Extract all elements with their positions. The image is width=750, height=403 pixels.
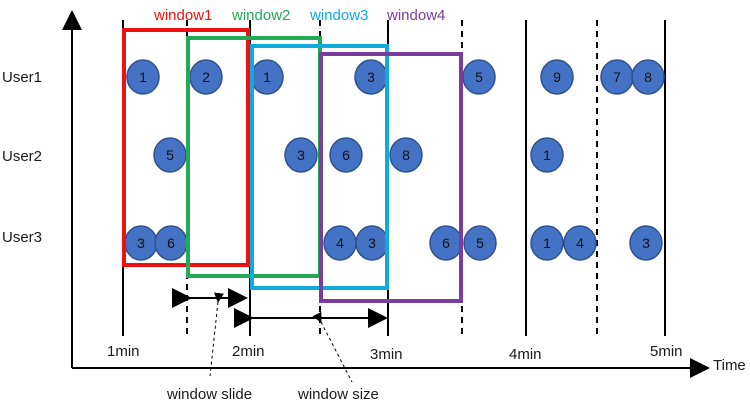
event-user1-5: 5 — [462, 59, 496, 95]
event-user2-1: 5 — [153, 137, 187, 173]
event-circle — [329, 137, 363, 173]
tick-label-1min: 1min — [107, 343, 140, 360]
window-size-label: window size — [297, 386, 379, 403]
row-label-user1: User1 — [2, 69, 42, 86]
event-user1-8: 8 — [631, 59, 665, 95]
event-user2-4: 8 — [389, 137, 423, 173]
event-circle — [540, 59, 574, 95]
event-label: 3 — [297, 147, 305, 163]
event-label: 1 — [543, 147, 551, 163]
event-user3-8: 4 — [563, 225, 597, 261]
slide-callout-line — [209, 292, 224, 377]
event-label: 5 — [476, 235, 484, 251]
event-user3-3: 4 — [323, 225, 357, 261]
event-circle — [284, 137, 318, 173]
event-circle — [629, 225, 663, 261]
event-user3-2: 6 — [154, 225, 188, 261]
event-user1-6: 9 — [540, 59, 574, 95]
event-layer: 1 2 1 3 5 9 7 8 5 3 6 8 1 3 6 4 3 6 5 1 4 3 — [124, 59, 665, 261]
event-user1-1: 1 — [126, 59, 160, 95]
event-circle — [530, 137, 564, 173]
event-label: 7 — [613, 69, 621, 85]
tick-label-3min: 3min — [370, 346, 403, 363]
event-circle — [389, 137, 423, 173]
event-label: 1 — [543, 235, 551, 251]
event-label: 8 — [402, 147, 410, 163]
event-label: 4 — [576, 235, 584, 251]
event-label: 2 — [202, 69, 210, 85]
event-label: 3 — [367, 69, 375, 85]
event-label: 3 — [137, 235, 145, 251]
event-label: 6 — [167, 235, 175, 251]
event-user3-9: 3 — [629, 225, 663, 261]
window3-title: window3 — [309, 7, 368, 24]
event-label: 3 — [642, 235, 650, 251]
window4-rect — [319, 52, 463, 303]
window2-title: window2 — [231, 7, 290, 24]
event-user3-5: 6 — [429, 225, 463, 261]
tick-label-5min: 5min — [650, 343, 683, 360]
event-circle — [631, 59, 665, 95]
event-user2-3: 6 — [329, 137, 363, 173]
event-user2-5: 1 — [530, 137, 564, 173]
event-circle — [530, 225, 564, 261]
event-circle — [126, 59, 160, 95]
event-label: 6 — [442, 235, 450, 251]
event-user3-1: 3 — [124, 225, 158, 261]
event-user1-3: 1 — [250, 59, 284, 95]
event-circle — [563, 225, 597, 261]
event-user2-2: 3 — [284, 137, 318, 173]
size-callout-line — [312, 311, 353, 383]
window4-title: window4 — [386, 7, 445, 24]
event-label: 1 — [139, 69, 147, 85]
event-circle — [463, 225, 497, 261]
x-axis-label: Time — [713, 357, 746, 374]
row-label-user3: User3 — [2, 229, 42, 246]
event-label: 4 — [336, 235, 344, 251]
event-user3-7: 1 — [530, 225, 564, 261]
event-user3-6: 5 — [463, 225, 497, 261]
event-label: 6 — [342, 147, 350, 163]
event-label: 1 — [263, 69, 271, 85]
event-user1-7: 7 — [600, 59, 634, 95]
tick-label-4min: 4min — [509, 346, 542, 363]
event-label: 5 — [475, 69, 483, 85]
window1-title: window1 — [153, 7, 212, 24]
window-slide-label: window slide — [166, 386, 252, 403]
event-label: 8 — [644, 69, 652, 85]
row-label-user2: User2 — [2, 148, 42, 165]
event-user1-4: 3 — [354, 59, 388, 95]
event-label: 9 — [553, 69, 561, 85]
event-label: 3 — [368, 235, 376, 251]
event-label: 5 — [166, 147, 174, 163]
event-user1-2: 2 — [189, 59, 223, 95]
tick-label-2min: 2min — [232, 343, 265, 360]
event-user3-4: 3 — [355, 225, 389, 261]
